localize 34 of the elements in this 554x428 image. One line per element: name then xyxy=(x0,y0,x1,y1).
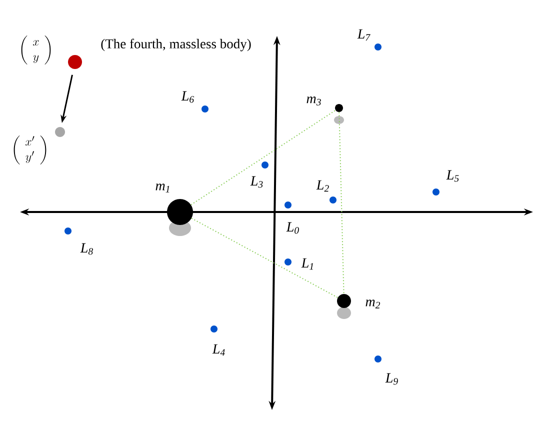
point-label: L$_{5}$ xyxy=(446,170,459,182)
body-dot xyxy=(68,55,82,69)
triangle-edge xyxy=(191,218,338,298)
triangle-edge xyxy=(190,110,336,206)
mass-label: m$_{1}$ xyxy=(156,184,170,192)
point-label: L$_{9}$ xyxy=(385,373,398,385)
lagrange-point xyxy=(210,325,218,332)
lagrange-point xyxy=(432,188,440,196)
mass-circle xyxy=(335,104,343,112)
point-label: L$_{0}$ xyxy=(286,222,299,234)
point-label: L$_{1}$ xyxy=(301,258,314,270)
lagrange-point xyxy=(202,106,208,112)
lagrange-point xyxy=(330,196,336,204)
point-label: L$_{2}$ xyxy=(316,180,329,192)
lagrange-point xyxy=(374,44,382,50)
vector-label: $\left(\begin{array}{c} x \\ y \end{array}\right)$ xyxy=(21,36,51,64)
mass-circle xyxy=(167,199,193,225)
point-label: L$_{3}$ xyxy=(250,176,263,188)
body-label: (The fourth, massless body) xyxy=(101,38,251,52)
lagrange-point xyxy=(64,228,72,234)
blurred-point xyxy=(55,127,65,137)
point-label: L$_{4}$ xyxy=(212,344,225,356)
lagrange-point xyxy=(374,356,382,362)
triangle-edge xyxy=(338,112,344,294)
lagrange-point xyxy=(284,258,292,266)
point-label: L$_{8}$ xyxy=(80,243,93,255)
mass-label: m$_{2}$ xyxy=(366,300,380,308)
point-label: L$_{7}$ xyxy=(357,29,370,41)
mass-circle xyxy=(337,294,351,308)
vector-label: $\left(\begin{array}{c} x' \\ y' \end{array}\right)$ xyxy=(14,136,46,164)
mass-label: m$_{3}$ xyxy=(306,96,321,106)
point-label: L$_{6}$ xyxy=(181,91,194,103)
lagrange-point xyxy=(284,202,292,208)
lagrange-point xyxy=(262,162,268,168)
